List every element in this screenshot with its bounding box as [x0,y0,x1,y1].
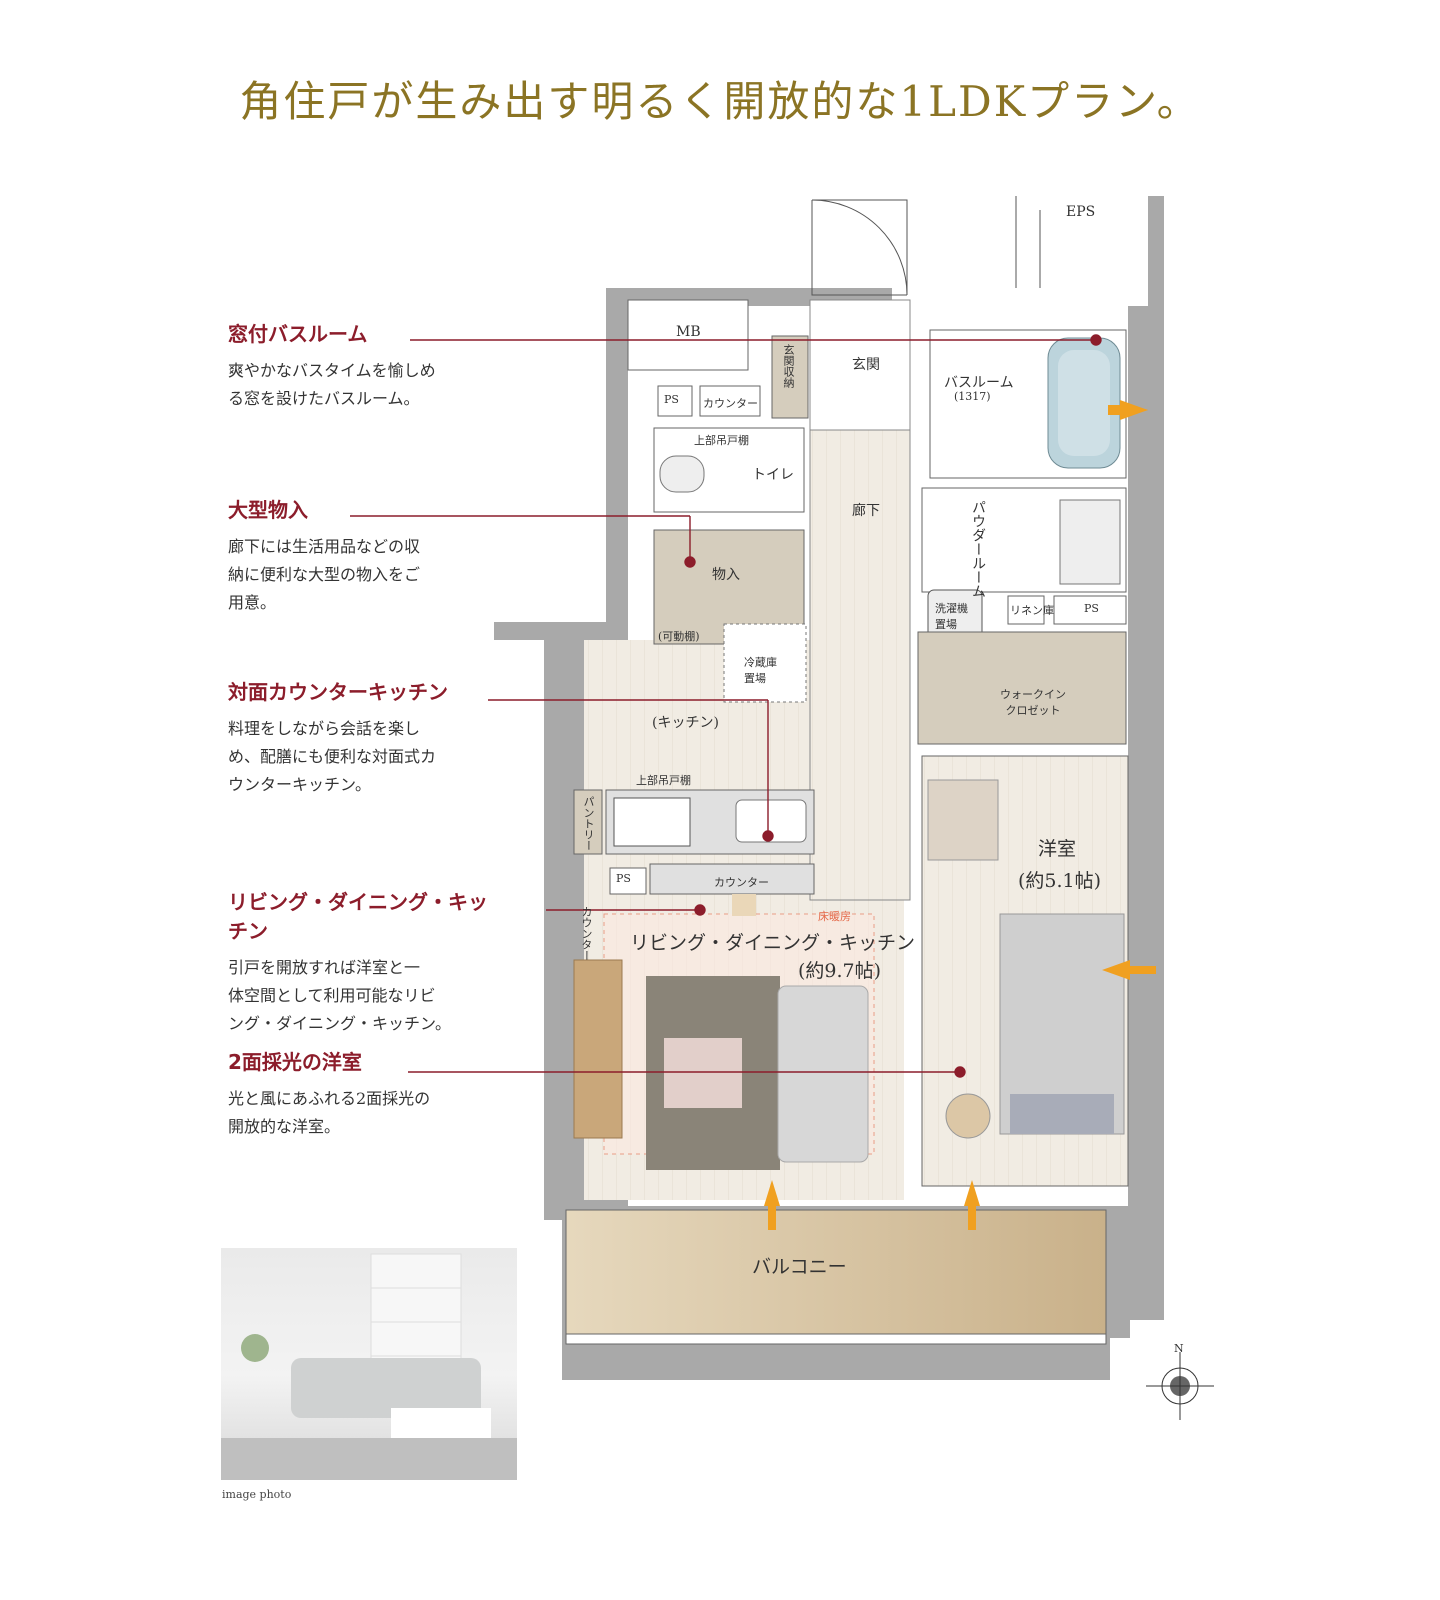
floor-heating-label: 床暖房 [818,910,851,923]
western-room-label: 洋室 [1038,838,1077,860]
feature-heading: 大型物入 [228,498,308,522]
feature-western-room: 2面採光の洋室 光と風にあふれる2面採光の 開放的な洋室。 [228,1046,488,1141]
western-room-size-label: (約5.1帖) [1018,870,1102,892]
feature-text: 光と風にあふれる2面採光の 開放的な洋室。 [228,1089,431,1136]
feature-heading: リビング・ダイニング・キッチン [228,890,488,943]
pantry-label: パントリー [582,796,595,851]
fridge-space [723,623,807,703]
compass-icon [1146,1352,1214,1420]
corridor [809,429,911,901]
corridor-label: 廊下 [852,503,880,519]
feature-text: 料理をしながら会話を楽し め、配膳にも便利な対面式カ ウンターキッチン。 [228,719,437,794]
bathroom-label: バスルーム [944,375,1014,391]
fridge-label: 冷蔵庫 置場 [744,656,777,685]
counter-label: カウンター [703,397,758,410]
sofa [777,985,869,1163]
walkin-closet [917,631,1127,745]
linen-label: リネン庫 [1010,604,1054,617]
feature-text: 廊下には生活用品などの収 納に便利な大型の物入をご 用意。 [228,537,421,612]
interior-photo [221,1248,517,1480]
balcony-label: バルコニー [752,1256,847,1278]
ldk-size-label: (約9.7帖) [798,960,882,982]
toilet-label: トイレ [752,467,794,483]
counter-vertical-label: カウンター [580,906,593,961]
mb-label: MB [676,324,701,340]
ps3-label: PS [616,872,631,885]
entrance-label: 玄関 [852,357,880,373]
ldk-label: リビング・ダイニング・キッチン [630,932,916,954]
compass-north-label: N [1174,1342,1184,1355]
walkin-closet-label: ウォークイン クロゼット [1000,688,1066,717]
page-title: 角住戸が生み出す明るく開放的な1LDKプラン。 [239,77,1201,126]
eps-label: EPS [1066,204,1096,220]
feature-storage: 大型物入 廊下には生活用品などの収 納に便利な大型の物入をご 用意。 [228,494,488,617]
feature-kitchen: 対面カウンターキッチン 料理をしながら会話を楽し め、配膳にも便利な対面式カ ウ… [228,676,488,799]
storage-label: 物入 [712,567,740,583]
movable-shelf-label: (可動棚) [658,630,700,643]
balcony [565,1209,1107,1335]
feature-ldk: リビング・ダイニング・キッチン 引戸を開放すれば洋室と一 体空間として利用可能な… [228,886,488,1038]
entrance-storage-label: 玄関収納 [782,344,795,388]
feature-heading: 2面採光の洋室 [228,1050,362,1074]
mb [627,299,749,371]
washer-label: 洗濯機 置場 [935,602,968,631]
feature-heading: 窓付バスルーム [228,322,368,346]
feature-heading: 対面カウンターキッチン [228,680,448,704]
feature-bathroom: 窓付バスルーム 爽やかなバスタイムを愉しめ る窓を設けたバスルーム。 [228,318,488,413]
upper-shelf-label: 上部吊戸棚 [694,434,749,447]
kitchen-label: (キッチン) [652,715,719,731]
pantry [573,789,603,855]
entrance-storage [771,335,809,419]
powder-room-label: パウダールーム [970,500,986,598]
ps-label: PS [664,393,679,406]
photo-caption: image photo [222,1488,292,1501]
counter2-label: カウンター [714,876,769,889]
feature-text: 爽やかなバスタイムを愉しめ る窓を設けたバスルーム。 [228,361,436,408]
feature-text: 引戸を開放すれば洋室と一 体空間として利用可能なリビ ング・ダイニング・キッチン… [228,958,452,1033]
bathroom-size-label: (1317) [954,390,991,403]
entrance [809,299,911,431]
upper-shelf-kitchen-label: 上部吊戸棚 [636,774,691,787]
ps2-label: PS [1084,602,1099,615]
leader-lines [350,334,1102,1078]
